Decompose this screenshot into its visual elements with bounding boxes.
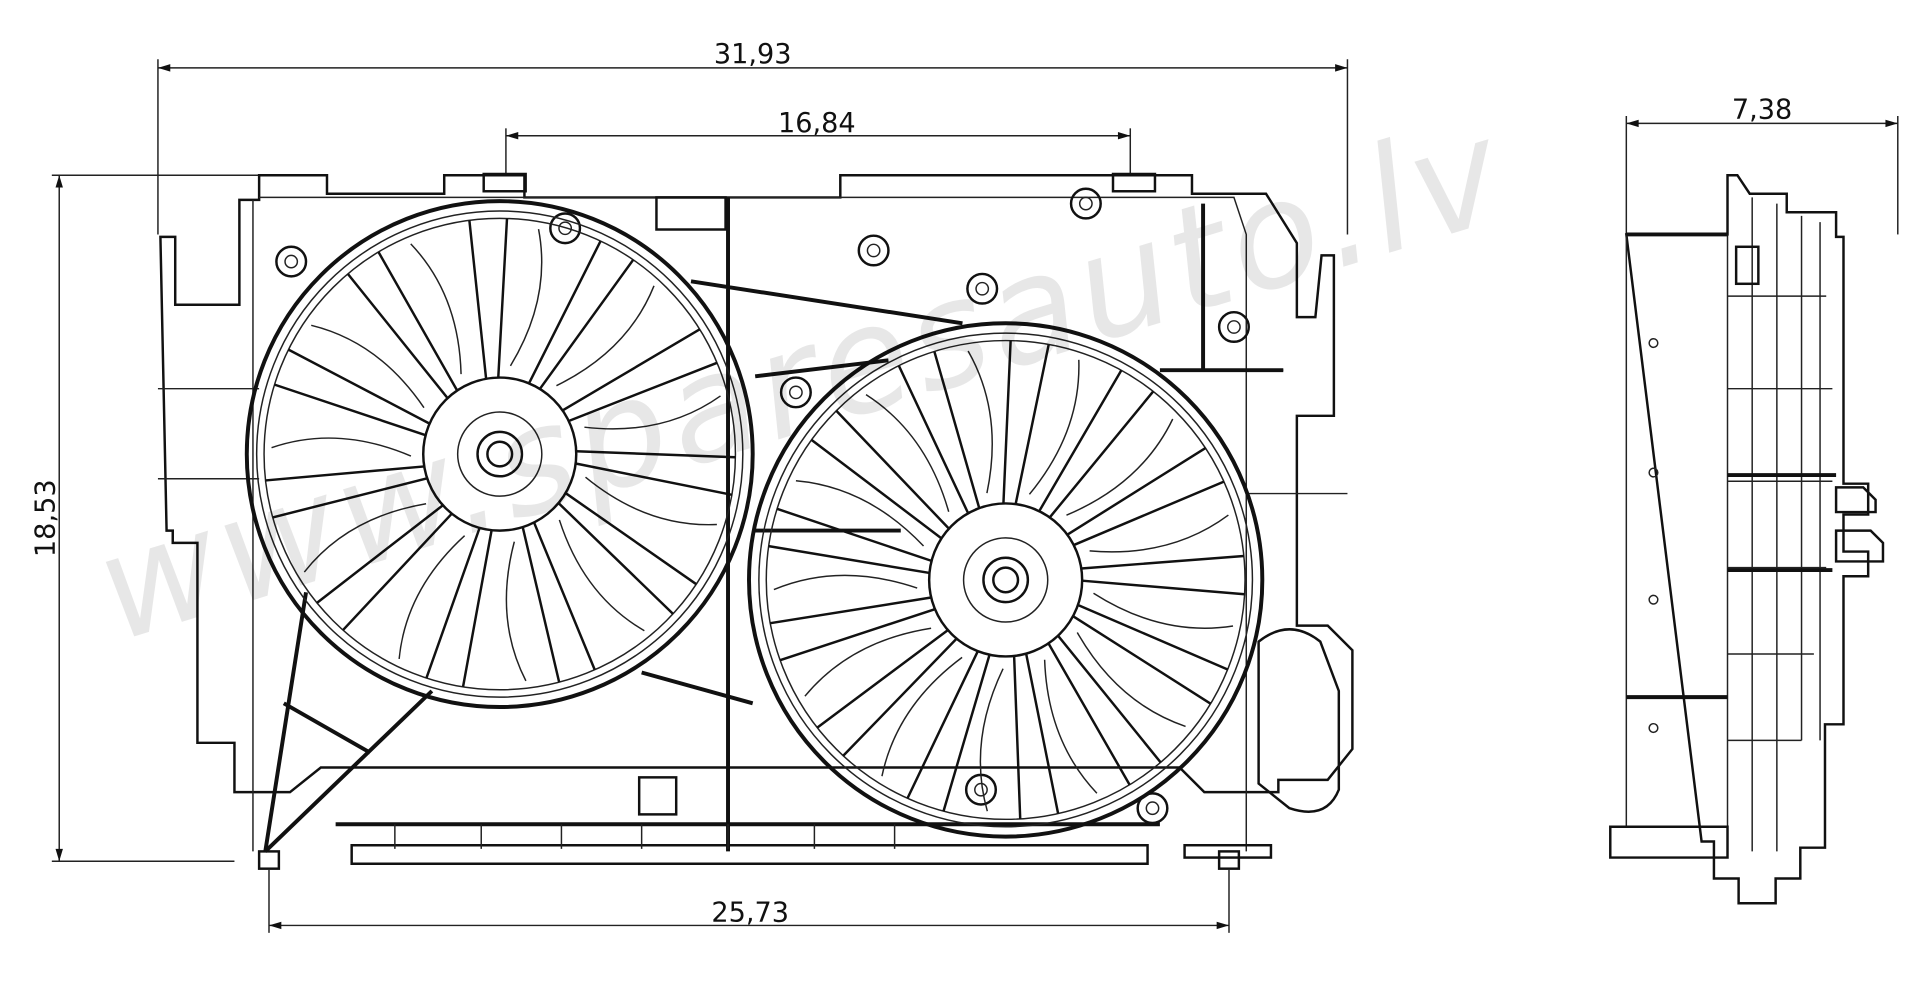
fan-blade-strut <box>468 218 509 379</box>
fan-blade <box>773 574 918 591</box>
fan-blade <box>1028 359 1080 495</box>
mounting-bosses <box>275 187 1250 825</box>
mounting-boss <box>1136 792 1169 825</box>
side-view <box>1609 173 1885 905</box>
fan-blade <box>1093 592 1234 629</box>
fan-blade <box>979 668 1004 812</box>
fan-blade-strut <box>1038 369 1155 519</box>
fan-shroud-frame <box>157 172 1354 870</box>
fan-blade-strut <box>816 629 958 757</box>
dim-label-overall-width: 31,93 <box>714 39 792 70</box>
fan-blade <box>505 541 527 682</box>
side-view-hole <box>1648 722 1659 734</box>
side-view-hole <box>1648 594 1659 605</box>
mounting-boss <box>857 234 890 267</box>
fan-blade-strut <box>1002 340 1050 505</box>
fan-blade <box>967 350 993 494</box>
dimension-overall-width: 31,93 <box>157 39 1349 235</box>
fan-blade-strut <box>425 527 493 688</box>
mounting-boss <box>1217 310 1250 344</box>
fan-hub <box>422 376 578 532</box>
fan-blade <box>585 476 717 526</box>
fan-ring <box>747 321 1265 839</box>
fan-blade <box>865 394 950 512</box>
fan-blade <box>556 285 655 387</box>
dimension-overall-height: 18,53 <box>30 174 260 863</box>
dimension-tab-spacing: 16,84 <box>505 108 1132 176</box>
mounting-boss <box>779 376 812 409</box>
left-fan <box>244 199 755 710</box>
fan-ring <box>244 199 755 710</box>
dim-label-depth: 7,38 <box>1732 94 1792 125</box>
mounting-boss <box>549 212 582 245</box>
mounting-boss <box>966 272 999 305</box>
motor-shaft <box>982 556 1030 604</box>
dim-label-bottom-mounts: 25,73 <box>711 898 789 929</box>
right-fan <box>747 321 1265 839</box>
fan-blade-strut <box>274 348 431 437</box>
fan-blade <box>1089 514 1229 553</box>
fan-blade <box>804 627 932 697</box>
fan-blade <box>271 437 412 457</box>
fan-blade <box>558 519 645 632</box>
fan-blade <box>795 480 925 547</box>
fan-blade-strut <box>1081 554 1245 596</box>
fan-blade-strut <box>770 596 936 662</box>
fan-blade-strut <box>1012 653 1060 819</box>
fan-blade <box>881 656 963 777</box>
fan-blade <box>311 324 425 409</box>
dimension-bottom-mounts: 25,73 <box>268 869 1230 933</box>
fan-blade-strut <box>346 251 459 399</box>
fan-blade <box>398 535 466 660</box>
fan-blade-strut <box>575 450 736 496</box>
fan-blade-strut <box>557 492 697 615</box>
side-view-hole <box>1648 467 1659 478</box>
dim-label-overall-height: 18,53 <box>30 479 61 557</box>
fan-hub <box>927 502 1084 658</box>
fan-blade <box>1076 632 1186 728</box>
side-view-hole <box>1648 337 1659 349</box>
fan-blade <box>1066 418 1174 516</box>
fan-blade-strut <box>561 328 718 423</box>
fan-blade-strut <box>1072 603 1229 705</box>
fan-blade-strut <box>906 650 991 812</box>
motor-shaft <box>476 430 524 478</box>
fan-blade <box>410 243 462 375</box>
mounting-boss <box>1069 187 1102 220</box>
fan-blade-strut <box>265 465 428 519</box>
fan-blade-strut <box>768 507 932 575</box>
mounting-boss <box>275 245 308 278</box>
fan-blade-strut <box>527 240 635 390</box>
fan-blade <box>509 228 543 367</box>
dimension-depth: 7,38 <box>1625 94 1899 235</box>
fan-blade-strut <box>1047 634 1162 786</box>
fan-blade-strut <box>1066 447 1225 547</box>
fan-blade-strut <box>897 351 981 514</box>
fan-blade <box>1043 659 1098 794</box>
dim-label-tab-spacing: 16,84 <box>778 108 856 139</box>
fan-blade-strut <box>316 504 453 631</box>
fan-blade-strut <box>810 409 950 540</box>
fan-blade <box>584 395 721 430</box>
fan-blade-strut <box>521 521 596 683</box>
fan-blade <box>303 503 427 573</box>
